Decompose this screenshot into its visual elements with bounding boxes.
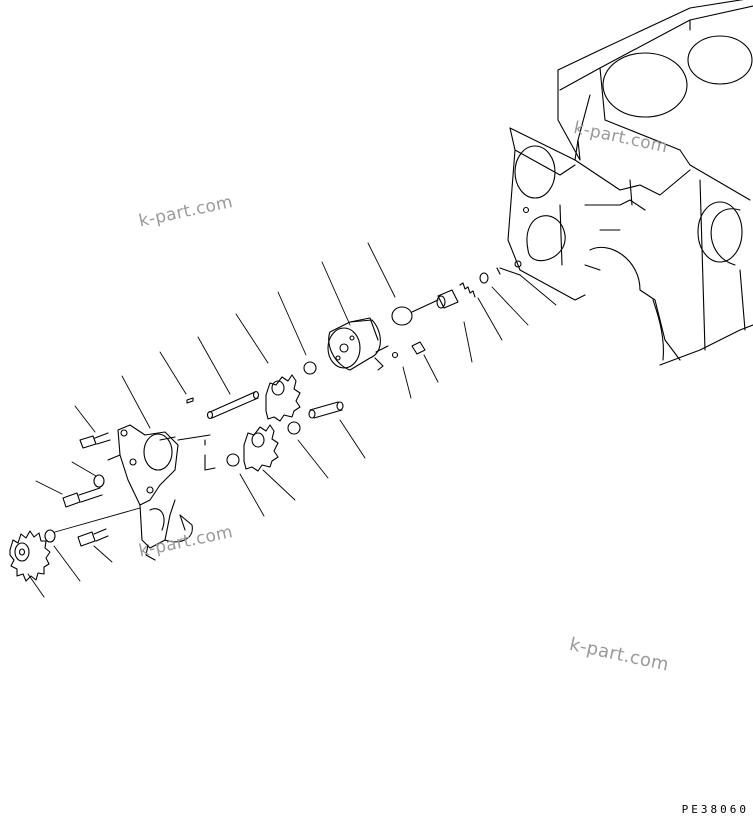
washer-lower (45, 530, 55, 542)
drive-gear-upper (266, 375, 300, 421)
valve-seat (480, 273, 488, 283)
pump-body (108, 425, 215, 560)
bushing-small (227, 454, 239, 466)
washer-upper (94, 475, 104, 487)
shaft-short (309, 402, 343, 418)
valve-spring (460, 283, 475, 297)
bushing-lower (288, 422, 300, 434)
engine-block (508, 0, 753, 365)
timing-sprocket (10, 531, 50, 581)
bolt-upper (80, 433, 110, 448)
pump-cover (328, 318, 425, 370)
valve-plunger (437, 290, 458, 308)
drawing-code: PE38060 (681, 803, 749, 816)
leader-lines (28, 243, 556, 597)
washer-small (393, 353, 398, 358)
relief-valve-parts (392, 268, 520, 325)
pin-key (187, 398, 193, 403)
bushing-upper (304, 362, 316, 374)
bolt-middle (63, 488, 102, 507)
plug (412, 342, 425, 354)
bolt-lower (78, 529, 108, 546)
snap-ring (497, 268, 500, 274)
driven-gear-lower (244, 425, 278, 471)
shaft-long (208, 392, 259, 419)
o-ring (392, 307, 412, 325)
